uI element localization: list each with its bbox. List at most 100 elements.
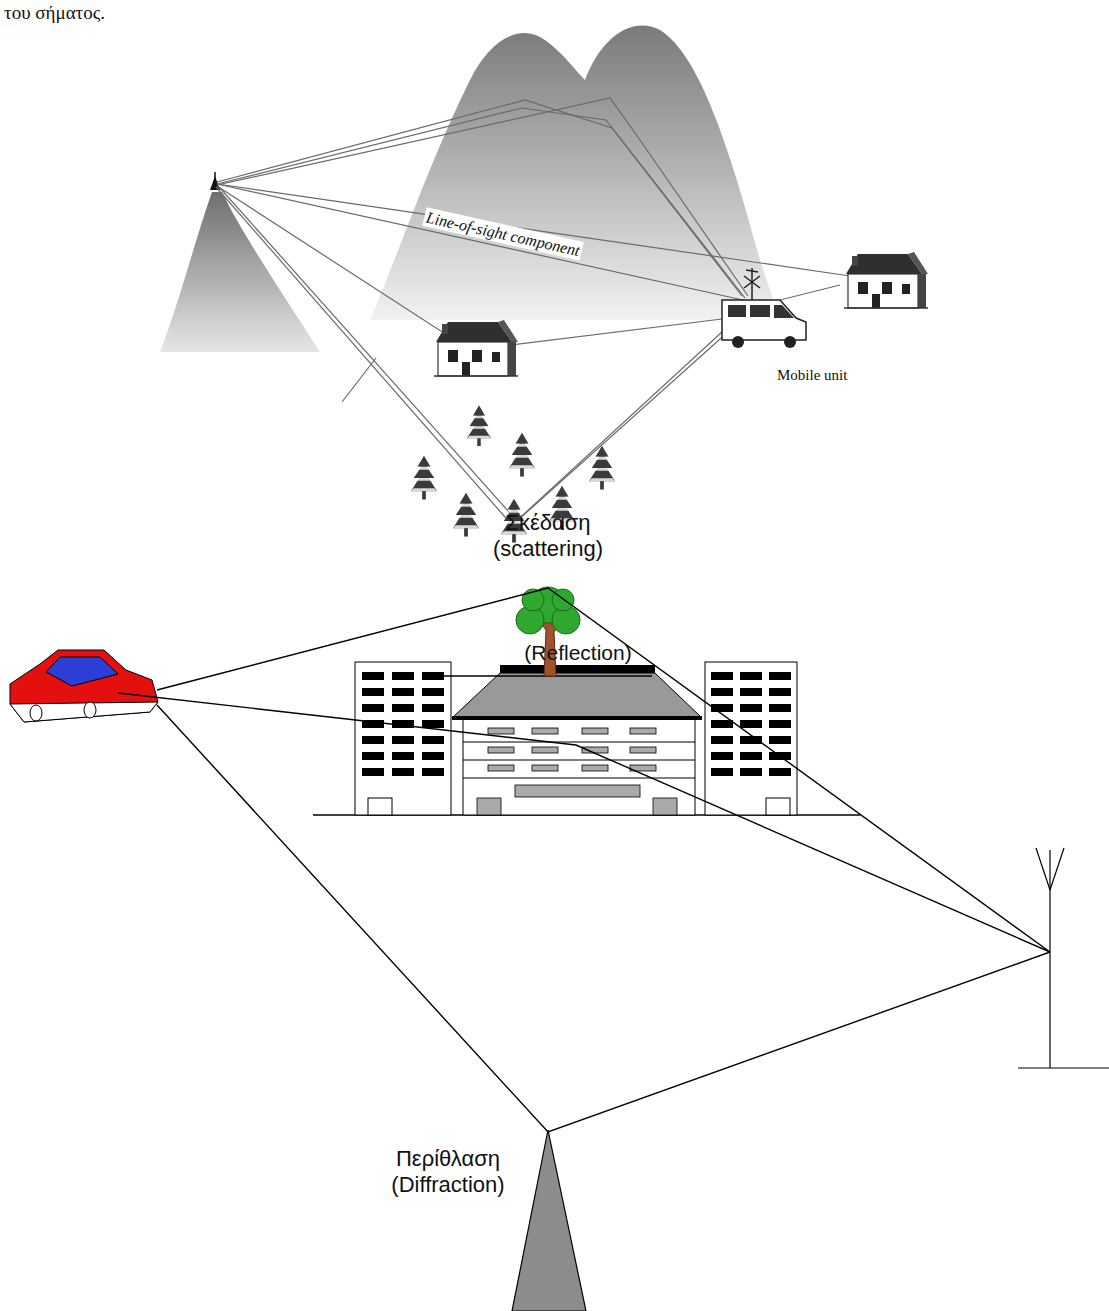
city-buildings-part-part xyxy=(711,720,733,728)
city-buildings-part xyxy=(463,718,695,815)
mobile-van-part xyxy=(750,305,770,317)
city-buildings-part-part xyxy=(740,704,762,712)
unit-label: Mobile unit xyxy=(777,366,847,384)
city-buildings-part xyxy=(355,662,451,815)
city-buildings-part-part xyxy=(582,728,608,734)
city-buildings-part-part xyxy=(422,752,444,760)
city-buildings-part-part xyxy=(769,736,791,744)
mechanism-label: (Reflection) xyxy=(524,640,631,665)
city-buildings-part-part xyxy=(740,720,762,728)
car-icon xyxy=(10,650,158,722)
city-buildings-part xyxy=(362,672,444,776)
city-buildings-part-part xyxy=(740,688,762,696)
city-buildings-part xyxy=(477,728,677,815)
diffraction-wedge xyxy=(512,1130,586,1311)
mechanism-label-box: (Reflection) xyxy=(468,640,688,665)
propagation-rays-part xyxy=(217,184,752,302)
mechanism-label: Σκέδαση (scattering) xyxy=(478,510,618,563)
city-buildings-part-part xyxy=(769,768,791,776)
city-buildings-part-part xyxy=(362,736,384,744)
city-buildings-part-part xyxy=(769,672,791,680)
city-buildings-part-part xyxy=(392,752,414,760)
tree-scatterer-part-part xyxy=(552,589,574,611)
city-buildings-part xyxy=(500,665,655,673)
propagation-rays-part xyxy=(217,108,745,298)
city-buildings-part-part xyxy=(532,747,558,753)
base-station-antenna-part xyxy=(1049,850,1050,1068)
pine-trees-part xyxy=(411,456,437,500)
mobile-van-part xyxy=(728,305,746,317)
propagation-rays-part xyxy=(217,100,742,296)
city-buildings xyxy=(313,662,860,815)
city-buildings-part xyxy=(711,672,791,776)
city-buildings-part-part xyxy=(711,672,733,680)
city-buildings-part-part xyxy=(477,798,501,815)
city-buildings-part-part xyxy=(488,728,514,734)
car-icon-part xyxy=(30,705,42,721)
base-station-antenna-part xyxy=(1018,1067,1109,1068)
city-buildings-part-part xyxy=(362,704,384,712)
city-buildings-part-part xyxy=(422,736,444,744)
pine-trees-part xyxy=(589,446,615,490)
car-icon-part xyxy=(10,650,158,722)
mobile-van-part xyxy=(751,268,753,300)
city-buildings-part xyxy=(368,798,392,815)
pine-trees-part xyxy=(453,493,479,537)
city-buildings-part-part xyxy=(392,672,414,680)
pine-trees-part xyxy=(509,433,535,477)
car-icon-part xyxy=(10,702,158,722)
mobile-van-part xyxy=(722,300,806,340)
city-buildings-part-part xyxy=(532,765,558,771)
city-buildings-part-part xyxy=(488,747,514,753)
city-buildings-part-part xyxy=(630,747,656,753)
ray-label: Line-of-sight component xyxy=(422,207,583,261)
city-buildings-part-part xyxy=(463,760,695,761)
city-buildings-part-part xyxy=(769,704,791,712)
transmitter-tower-part xyxy=(214,172,216,180)
propagation-rays-part xyxy=(342,358,376,402)
unit-label-box: Mobile unit xyxy=(777,366,847,384)
mechanism-label: Περίθλαση (Diffraction) xyxy=(373,1146,523,1199)
city-buildings-part-part xyxy=(769,688,791,696)
tree-scatterer-part xyxy=(432,675,652,677)
body-text-fragment-box: του σήματος. xyxy=(4,2,105,25)
propagation-paths-part xyxy=(118,693,1050,952)
city-buildings-part xyxy=(452,716,702,720)
city-buildings-part-part xyxy=(711,752,733,760)
city-buildings-part-part xyxy=(422,688,444,696)
city-buildings-part-part xyxy=(582,765,608,771)
mountain-range-part xyxy=(370,26,780,320)
city-buildings-part-part xyxy=(711,768,733,776)
city-buildings-part-part xyxy=(740,672,762,680)
city-buildings-part-part xyxy=(362,688,384,696)
city-buildings-part-part xyxy=(769,720,791,728)
car-icon-part xyxy=(46,657,118,686)
city-buildings-part-part xyxy=(392,736,414,744)
mountain-range-part xyxy=(160,192,320,352)
city-buildings-part-part xyxy=(362,752,384,760)
city-buildings-part-part xyxy=(740,752,762,760)
mobile-van xyxy=(722,268,806,348)
propagation-rays-part xyxy=(217,98,748,296)
city-buildings-part xyxy=(766,798,790,815)
propagation-paths-part xyxy=(157,588,1050,952)
mobile-van-part xyxy=(774,305,794,318)
house-icon-part xyxy=(434,320,518,376)
city-buildings-part-part xyxy=(515,785,640,797)
city-buildings-part-part xyxy=(362,672,384,680)
propagation-paths-part xyxy=(157,705,1050,1132)
mechanism-label-box: Σκέδαση (scattering) xyxy=(478,510,618,563)
car-icon-part xyxy=(84,702,96,718)
city-buildings-part-part xyxy=(392,704,414,712)
mechanism-label-box: Περίθλαση (Diffraction) xyxy=(373,1146,523,1199)
diffraction-wedge-part xyxy=(512,1130,586,1311)
base-station-antenna-part xyxy=(1050,848,1064,890)
city-buildings-part-part xyxy=(422,720,444,728)
city-buildings-part xyxy=(452,673,702,718)
city-buildings-part-part xyxy=(392,688,414,696)
ray-label-box: Line-of-sight component xyxy=(422,207,583,261)
propagation-paths xyxy=(118,588,1050,1132)
body-text-fragment: του σήματος. xyxy=(4,2,105,25)
pine-trees-part xyxy=(467,405,491,446)
